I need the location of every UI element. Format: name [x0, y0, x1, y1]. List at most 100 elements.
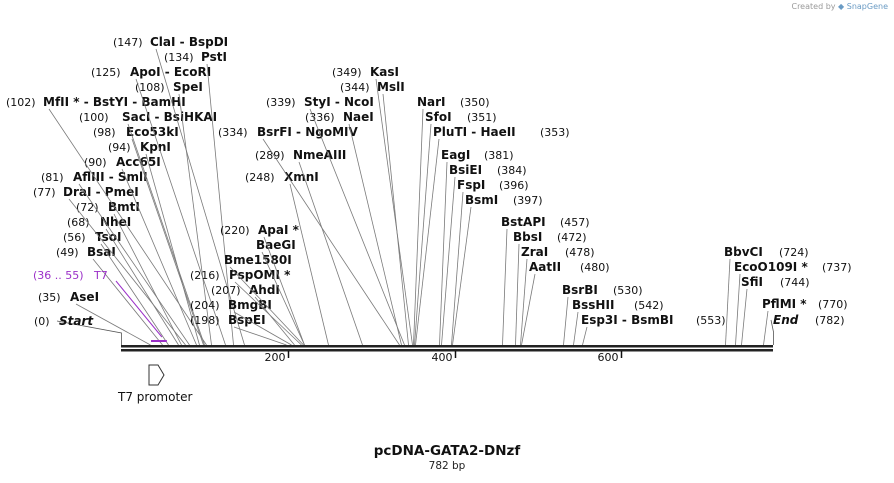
site-leader-line [763, 310, 769, 346]
backbone-bottom-strand [121, 349, 773, 352]
site-label-33: PluTI - HaeII [433, 125, 516, 139]
site-leader-line [382, 93, 409, 346]
ruler-tick-label: 400 [432, 351, 453, 364]
site-leader-line [254, 296, 295, 346]
site-position-28: (339) [266, 96, 296, 109]
site-label-1: AseI [70, 290, 99, 304]
site-position-9: (94) [108, 141, 131, 154]
site-label-18: BmgBI [228, 298, 272, 312]
site-leader-line [127, 123, 205, 346]
site-label-32: SfoI [425, 110, 452, 124]
site-leader-line [234, 281, 302, 346]
site-leader-line [113, 213, 182, 346]
site-leader-line [502, 228, 508, 346]
site-position-7: (81) [41, 171, 64, 184]
site-label-0: Start [59, 314, 94, 328]
site-position-37: (397) [513, 194, 543, 207]
site-leader-line [520, 258, 528, 346]
site-label-35: BsiEI [449, 163, 482, 177]
site-position-32: (351) [467, 111, 497, 124]
site-label-13: SpeI [173, 80, 203, 94]
credit-prefix: Created by [791, 2, 836, 11]
site-label-34: EagI [441, 148, 470, 162]
site-position-35: (384) [497, 164, 527, 177]
site-position-18: (204) [190, 299, 220, 312]
site-position-8: (90) [84, 156, 107, 169]
site-label-19: AhdI [249, 283, 280, 297]
site-label-40: ZraI [521, 245, 548, 259]
site-leader-line [229, 266, 304, 346]
site-leader-line [262, 138, 400, 346]
site-leader-line [68, 198, 186, 346]
site-leader-line [582, 326, 588, 346]
primer-t7-leader [115, 280, 163, 338]
site-leader-line [298, 161, 363, 346]
snapgene-credit: Created by ◆ SnapGene [791, 2, 888, 11]
site-label-31: NarI [417, 95, 446, 109]
site-leader-line [145, 153, 200, 346]
site-label-7: AflIII - SmlI [73, 170, 148, 184]
site-leader-line [309, 108, 405, 346]
site-label-43: BssHII [572, 298, 614, 312]
site-position-47: (744) [780, 276, 810, 289]
site-position-30: (349) [332, 66, 362, 79]
site-leader-line [573, 311, 579, 346]
site-position-25: (289) [255, 149, 285, 162]
site-leader-line [92, 258, 163, 346]
feature-label: T7 promoter [117, 390, 193, 404]
site-position-23: (220) [220, 224, 250, 237]
site-label-25: NmeAIII [293, 148, 346, 162]
site-position-17: (198) [190, 314, 220, 327]
site-position-42: (530) [613, 284, 643, 297]
site-label-24: XmnI [284, 170, 319, 184]
site-position-48: (770) [818, 298, 848, 311]
site-position-15: (134) [164, 51, 194, 64]
site-position-10: (98) [93, 126, 116, 139]
site-label-39: BbsI [513, 230, 542, 244]
map-title: pcDNA-GATA2-DNzf [373, 443, 521, 459]
site-position-13: (108) [135, 81, 165, 94]
site-position-16: (147) [113, 36, 143, 49]
ruler-tick-label: 200 [265, 351, 286, 364]
site-position-11: (100) [79, 111, 109, 124]
primer-name: T7 [93, 269, 108, 282]
site-label-26: BsrFI - NgoMIV [257, 125, 358, 139]
site-position-1: (35) [38, 291, 61, 304]
site-position-31: (350) [460, 96, 490, 109]
site-position-6: (77) [33, 186, 56, 199]
site-position-2: (49) [56, 246, 79, 259]
site-position-26: (334) [218, 126, 248, 139]
site-position-39: (472) [557, 231, 587, 244]
site-leader-line [206, 63, 234, 346]
site-position-24: (248) [245, 171, 275, 184]
site-position-3: (56) [63, 231, 86, 244]
site-leader-line [451, 191, 464, 346]
site-position-27: (336) [305, 111, 335, 124]
ruler-tick-label: 600 [598, 351, 619, 364]
map-length: 782 bp [428, 460, 466, 472]
site-leader-line [413, 108, 424, 346]
site-label-20: PspOMI * [229, 268, 291, 282]
site-leader-line [348, 123, 402, 346]
site-position-33: (353) [540, 126, 570, 139]
site-position-4: (68) [67, 216, 90, 229]
site-position-41: (480) [580, 261, 610, 274]
site-position-0: (0) [34, 315, 50, 328]
site-position-14: (125) [91, 66, 121, 79]
site-leader-line [233, 311, 292, 346]
site-label-45: BbvCI [724, 245, 763, 259]
site-leader-line [178, 93, 212, 346]
site-label-46: EcoO109I * [734, 260, 808, 274]
site-label-28: StyI - NcoI [304, 95, 374, 109]
site-label-14: ApoI - EcoRI [130, 65, 211, 79]
site-label-17: BspEI [228, 313, 266, 327]
site-position-49: (782) [815, 314, 845, 327]
site-leader-line [263, 236, 305, 346]
site-label-47: SfiI [741, 275, 763, 289]
site-label-16: ClaI - BspDI [150, 35, 228, 49]
site-label-48: PflMI * [762, 297, 807, 311]
site-position-45: (724) [779, 246, 809, 259]
site-leader-line [735, 273, 741, 346]
site-leader-line [770, 319, 774, 345]
site-leader-line [100, 243, 169, 346]
